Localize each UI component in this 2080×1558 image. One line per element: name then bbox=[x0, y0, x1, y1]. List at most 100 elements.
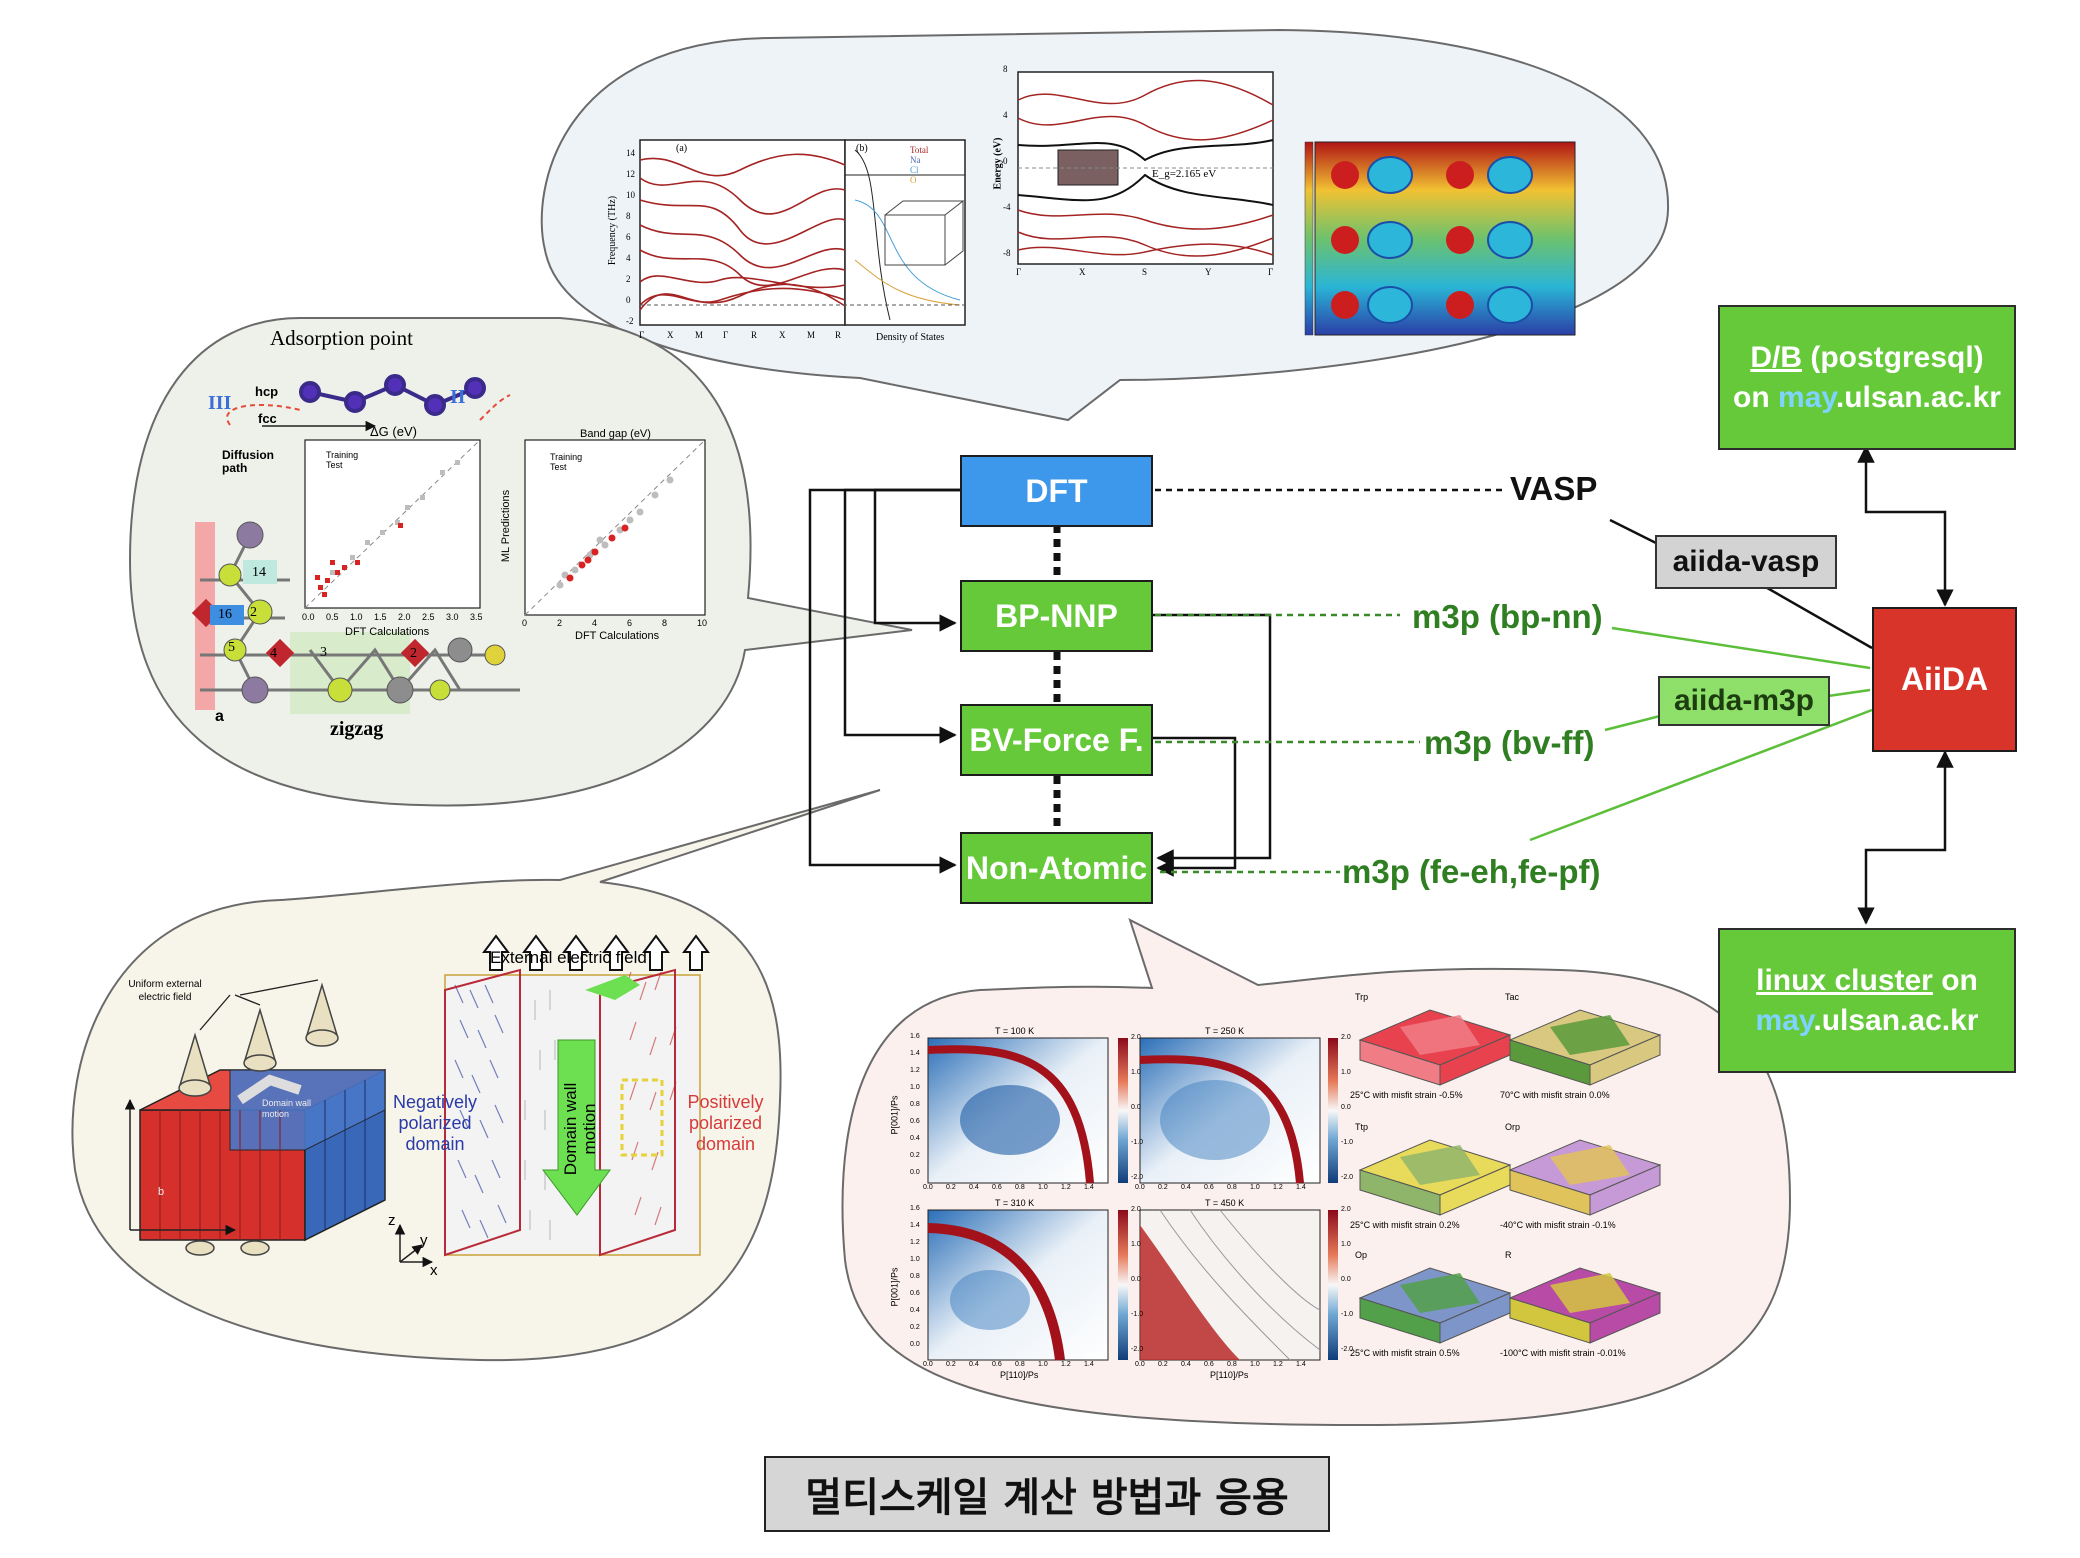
domain-axes-item: z bbox=[388, 1212, 396, 1229]
phase-cbar-tick: 0.0 bbox=[1131, 1276, 1141, 1283]
cluster-on: on bbox=[1932, 963, 1978, 997]
phonon-xticks-item: R bbox=[835, 330, 842, 340]
cluster-link[interactable]: linux cluster bbox=[1756, 963, 1933, 997]
site-labels-item: 5 bbox=[228, 640, 235, 655]
phase-ytick: 1.0 bbox=[910, 1084, 920, 1091]
bp-nnp-box[interactable]: BP-NNP bbox=[960, 580, 1153, 652]
domain-label: R bbox=[1505, 1250, 1512, 1260]
domain-block-1 bbox=[1508, 1009, 1662, 1086]
non-atomic-box[interactable]: Non-Atomic bbox=[960, 832, 1153, 904]
phase-xtick: 1.0 bbox=[1250, 1184, 1260, 1191]
db-box[interactable]: D/B (postgresql) on may.ulsan.ac.kr bbox=[1718, 305, 2016, 450]
domain-block-2 bbox=[1358, 1139, 1512, 1216]
delta-g-label: ΔG (eV) bbox=[370, 424, 417, 439]
phase-xtick: 0.2 bbox=[946, 1184, 956, 1191]
plot1-ticks-item: 0.0 bbox=[302, 612, 315, 622]
phase-xtick: 1.4 bbox=[1084, 1184, 1094, 1191]
phonon-xticks-item: Γ bbox=[723, 330, 729, 340]
phonon-yticks-item: -2 bbox=[626, 316, 634, 326]
db-link[interactable]: D/B bbox=[1750, 340, 1802, 374]
phase-xtick: 0.0 bbox=[923, 1184, 933, 1191]
a-axis-label: a bbox=[215, 708, 224, 725]
diffusion-path-label: Diffusion path bbox=[222, 448, 274, 475]
phonon-yticks-item: 6 bbox=[626, 232, 631, 242]
plot2-ylabel: ML Predictions bbox=[500, 489, 513, 563]
domain-block-0 bbox=[1358, 1009, 1512, 1086]
bv-force-field-box[interactable]: BV-Force F. bbox=[960, 704, 1153, 776]
phase-ytick: 0.2 bbox=[910, 1324, 920, 1331]
wall-motion-label: Domain wall motion bbox=[561, 1082, 599, 1176]
phonon-xticks-item: M bbox=[695, 330, 704, 340]
phase-xtick: 1.4 bbox=[1296, 1361, 1306, 1368]
phonon-panel-b: (b) bbox=[856, 143, 868, 154]
site-labels-item: 2 bbox=[410, 646, 417, 661]
phase-xtick: 1.0 bbox=[1038, 1361, 1048, 1368]
aiida-m3p-box[interactable]: aiida-m3p bbox=[1658, 676, 1830, 726]
phase-ytick: 0.8 bbox=[910, 1273, 920, 1280]
bands-xticks-item: X bbox=[1079, 267, 1086, 277]
phase-xtick: 0.8 bbox=[1227, 1184, 1237, 1191]
m3p-fe-label: m3p (fe-eh,fe-pf) bbox=[1342, 853, 1601, 890]
cluster-box[interactable]: linux cluster on may.ulsan.ac.kr bbox=[1718, 928, 2016, 1073]
phase-xtick: 0.6 bbox=[1204, 1361, 1214, 1368]
phase-ytick: 1.2 bbox=[910, 1067, 920, 1074]
phase-xtick: 0.6 bbox=[992, 1361, 1002, 1368]
phase-ytick: 0.6 bbox=[910, 1118, 920, 1125]
domain-block-3 bbox=[1508, 1139, 1662, 1216]
phase-cbar-tick: 2.0 bbox=[1341, 1206, 1351, 1213]
plot2-ticks-item: 8 bbox=[662, 618, 668, 628]
phase-xtick: 0.8 bbox=[1227, 1361, 1237, 1368]
plot1-ticks-item: 0.5 bbox=[326, 612, 339, 622]
domain-label: Trp bbox=[1355, 992, 1369, 1002]
phase-xtick: 1.2 bbox=[1061, 1361, 1071, 1368]
bands-yticks-item: 8 bbox=[1003, 64, 1008, 74]
phonon-yticks-item: 2 bbox=[626, 274, 631, 284]
phase-cbar-tick: 1.0 bbox=[1131, 1069, 1141, 1076]
phase-xtick: 1.0 bbox=[1250, 1361, 1260, 1368]
phonon-xticks-item: X bbox=[779, 330, 786, 340]
cluster-host-link[interactable]: may bbox=[1755, 1003, 1814, 1037]
aiida-vasp-box[interactable]: aiida-vasp bbox=[1655, 535, 1837, 589]
site-labels-item: 2 bbox=[250, 605, 257, 620]
dft-box[interactable]: DFT bbox=[960, 455, 1153, 527]
phase-ytick: 0.0 bbox=[910, 1341, 920, 1348]
phase-ytick: 0.0 bbox=[910, 1169, 920, 1176]
phase-ytick: 0.6 bbox=[910, 1290, 920, 1297]
phase-cbar-tick: -2.0 bbox=[1131, 1346, 1144, 1353]
site-labels-item: 16 bbox=[218, 607, 232, 622]
phase-ytick: 1.0 bbox=[910, 1256, 920, 1263]
bands-yticks-item: 0 bbox=[1003, 156, 1008, 166]
plot2-xlabel: DFT Calculations bbox=[575, 630, 660, 642]
positive-domain-label: Positively polarized domain bbox=[687, 1092, 764, 1154]
phase-cbar-tick: -1.0 bbox=[1341, 1311, 1354, 1318]
phase-xtick: 1.2 bbox=[1061, 1184, 1071, 1191]
bands-yticks-item: -8 bbox=[1003, 248, 1011, 258]
phase-cbar-tick: -2.0 bbox=[1131, 1174, 1144, 1181]
domain-caption: -100°C with misfit strain -0.01% bbox=[1500, 1348, 1626, 1358]
phonon-yticks-item: 12 bbox=[626, 169, 635, 179]
phase-cbar-tick: 0.0 bbox=[1131, 1104, 1141, 1111]
plot2-ticks-item: 6 bbox=[627, 618, 633, 628]
db-host-link[interactable]: may bbox=[1778, 380, 1836, 414]
plot1-ticks-item: 2.5 bbox=[422, 612, 435, 622]
phase-xtick: 1.2 bbox=[1273, 1361, 1283, 1368]
phase-ytick: 0.4 bbox=[910, 1307, 920, 1314]
phase-xtick: 0.4 bbox=[969, 1184, 979, 1191]
phase-cbar-tick: 0.0 bbox=[1341, 1276, 1351, 1283]
phase-cbar-tick: -1.0 bbox=[1131, 1139, 1144, 1146]
plot1-ticks-item: 1.5 bbox=[374, 612, 387, 622]
plot1-ticks-item: 3.5 bbox=[470, 612, 483, 622]
dos-label: Density of States bbox=[876, 332, 945, 343]
plot1-legend-item: Test bbox=[326, 460, 343, 470]
m3p-bpnn-label: m3p (bp-nn) bbox=[1412, 598, 1603, 635]
plot2-ticks-item: 2 bbox=[557, 618, 563, 628]
plot1-ticks-item: 2.0 bbox=[398, 612, 411, 622]
aiida-box[interactable]: AiiDA bbox=[1872, 607, 2017, 752]
domain-block-4 bbox=[1358, 1267, 1512, 1344]
phase-ytick: 1.4 bbox=[910, 1222, 920, 1229]
fcc-label: fcc bbox=[258, 411, 277, 426]
roman-2: II bbox=[450, 386, 466, 408]
phonon-yticks-item: 14 bbox=[626, 148, 635, 158]
bands-xticks-item: Y bbox=[1205, 267, 1212, 277]
phonon-yticks-item: 4 bbox=[626, 253, 631, 263]
